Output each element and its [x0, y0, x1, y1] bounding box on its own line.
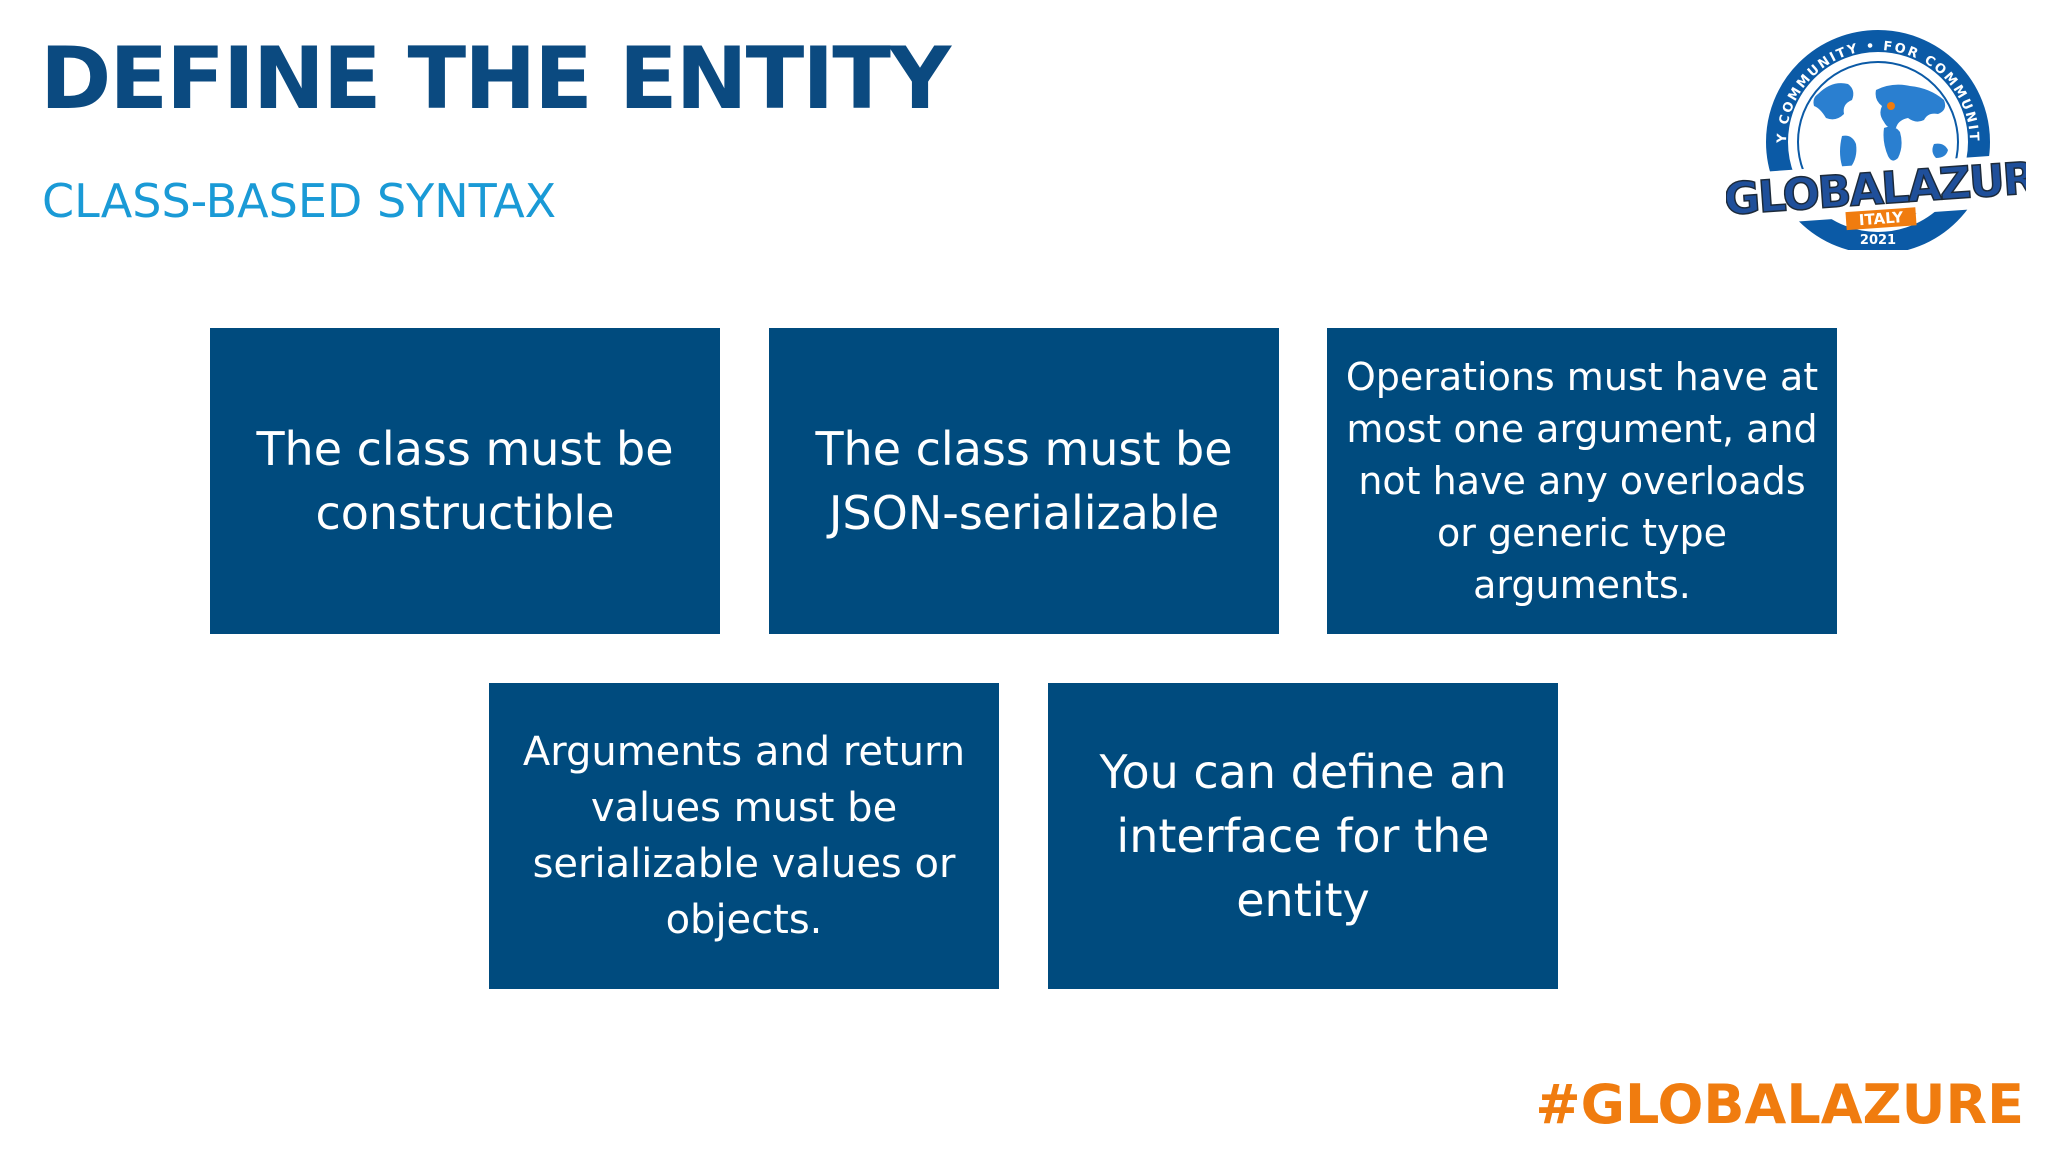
global-azure-logo-graphic: BY COMMUNITY • FOR COMMUNITY #GLOBALAZUR… — [1687, 13, 2048, 254]
requirement-text: The class must be JSON-serializable — [815, 422, 1233, 540]
world-map-icon — [1813, 83, 1948, 171]
requirement-text: Arguments and return values must be seri… — [522, 729, 966, 943]
requirement-text: You can define an interface for the enti… — [1099, 745, 1507, 927]
requirement-box-json-serializable: The class must be JSON-serializable — [769, 328, 1279, 634]
global-azure-italy-logo: BY COMMUNITY • FOR COMMUNITY #GLOBALAZUR… — [1687, 13, 2048, 254]
requirement-text: The class must be constructible — [256, 422, 674, 540]
slide-subtitle: CLASS-BASED SYNTAX — [42, 174, 557, 228]
logo-year: 2021 — [1860, 233, 1896, 248]
requirement-box-interface: You can define an interface for the enti… — [1048, 683, 1558, 989]
requirement-box-constructible: The class must be constructible — [210, 328, 720, 634]
requirement-text: Operations must have at most one argumen… — [1345, 355, 1819, 607]
slide-title: DEFINE THE ENTITY — [40, 29, 951, 129]
requirement-box-operations: Operations must have at most one argumen… — [1327, 328, 1837, 634]
logo-country: ITALY — [1858, 208, 1905, 229]
requirement-box-arguments: Arguments and return values must be seri… — [489, 683, 999, 989]
footer-hashtag: #GLOBALAZURE — [1535, 1073, 2024, 1136]
